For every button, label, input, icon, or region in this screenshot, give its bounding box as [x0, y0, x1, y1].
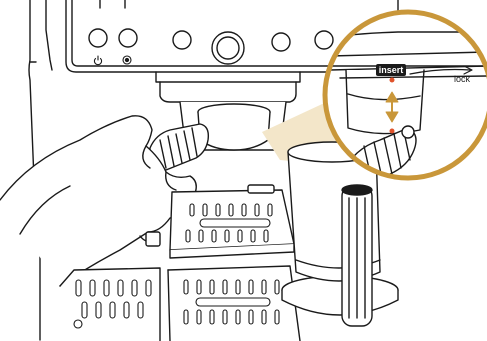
- steam-wand: [342, 185, 372, 326]
- menu-button[interactable]: [315, 31, 333, 49]
- hot-water-button[interactable]: [272, 33, 290, 51]
- steam-button[interactable]: [119, 29, 137, 47]
- power-button[interactable]: [89, 29, 107, 47]
- lock-label: lock: [454, 74, 471, 84]
- insert-label: insert: [379, 65, 404, 75]
- drip-tray-cover: [170, 185, 294, 258]
- brew-button[interactable]: [173, 31, 191, 49]
- insert-marker-dot: [390, 129, 395, 134]
- machine-base: [60, 266, 300, 341]
